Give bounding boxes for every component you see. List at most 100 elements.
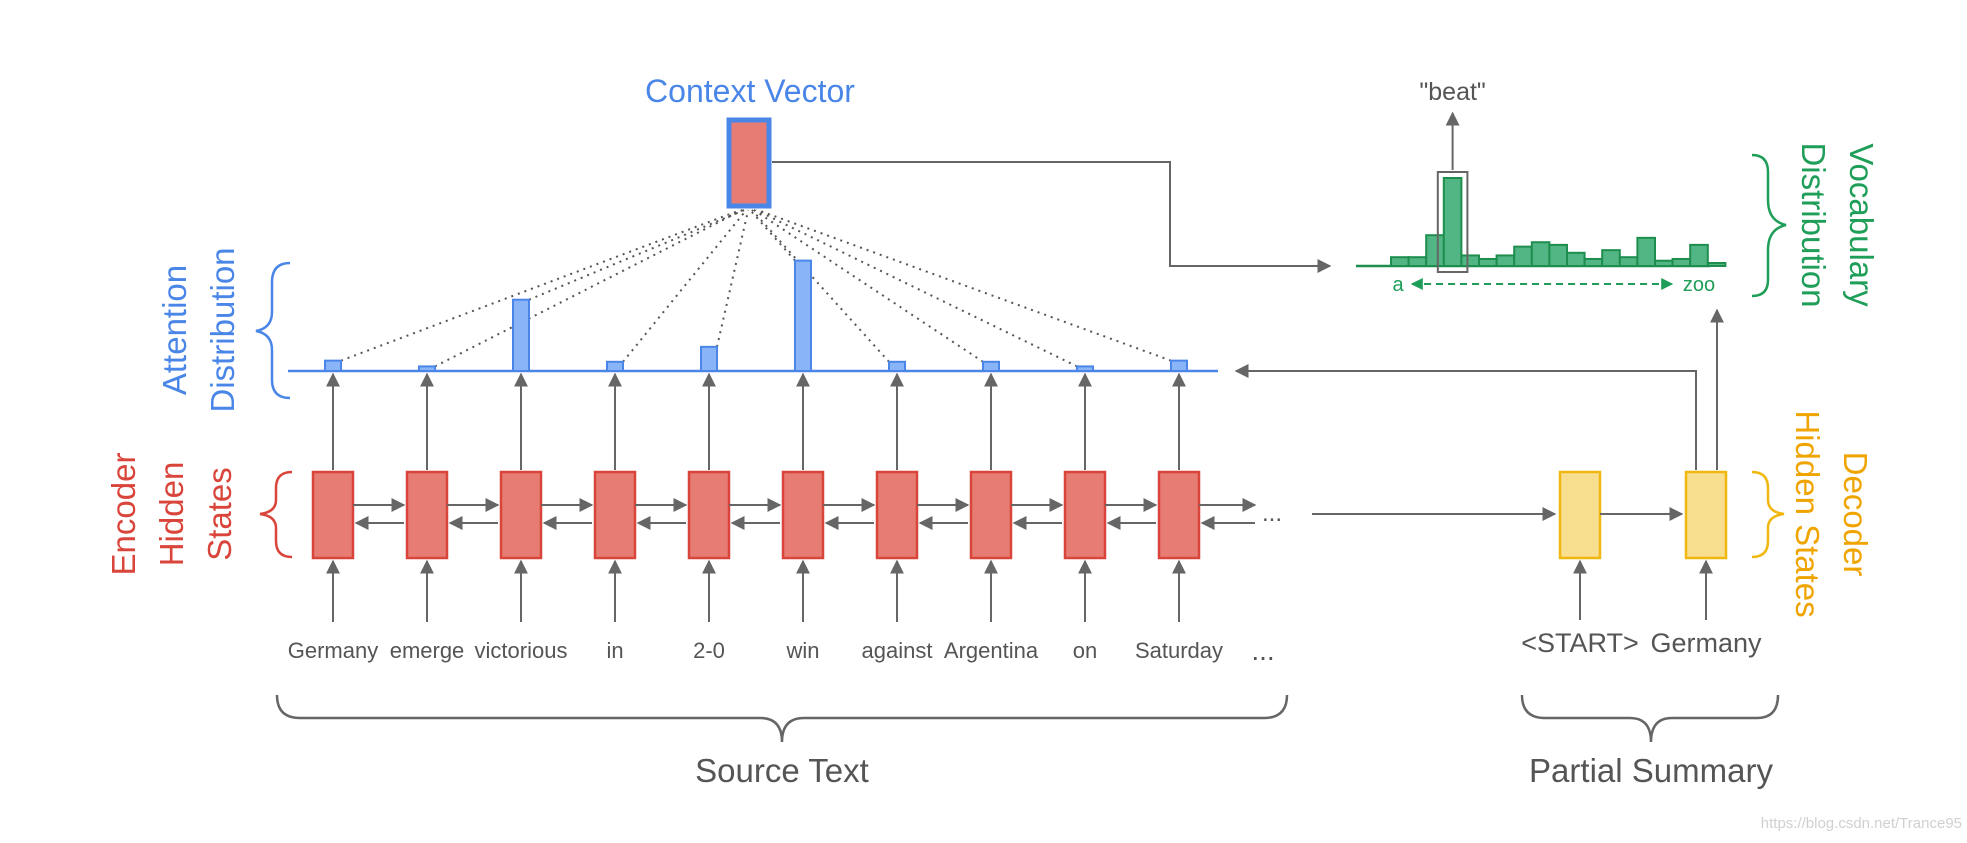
output-word: "beat" bbox=[1419, 78, 1485, 106]
attention-bar bbox=[1170, 359, 1188, 372]
attention-bar bbox=[982, 360, 1000, 372]
encoder-state bbox=[969, 470, 1013, 560]
attention-distribution-label: Attention Distribution bbox=[156, 247, 241, 412]
vocab-label-line1: Vocabulary bbox=[1843, 143, 1880, 307]
encoder-state bbox=[687, 470, 731, 560]
source-word: Argentina bbox=[944, 638, 1039, 663]
partial-summary-label: Partial Summary bbox=[1529, 752, 1773, 789]
attention-bar bbox=[512, 298, 530, 373]
vocab-bar bbox=[1530, 241, 1551, 268]
vocab-bar bbox=[1460, 254, 1481, 268]
attention-bar bbox=[888, 360, 906, 372]
encoder-label-line3: States bbox=[201, 467, 238, 561]
source-ellipsis: ... bbox=[1251, 635, 1274, 666]
encoder-state bbox=[781, 470, 825, 560]
partial-summary-brace bbox=[1520, 694, 1780, 743]
encoder-brace bbox=[259, 470, 293, 559]
decoder-to-attention-arrow bbox=[1234, 364, 1697, 470]
encoder-state bbox=[1063, 470, 1107, 560]
attention-dotted-line bbox=[753, 209, 984, 363]
source-word: on bbox=[1073, 638, 1097, 663]
vocab-brace bbox=[1751, 153, 1787, 298]
context-vector-title: Context Vector bbox=[645, 73, 855, 109]
vocab-selected-highlight bbox=[1436, 171, 1469, 273]
source-word: victorious bbox=[475, 638, 568, 663]
source-word: emerge bbox=[390, 638, 465, 663]
encoder-state bbox=[1157, 470, 1201, 560]
vocab-bar bbox=[1425, 234, 1445, 267]
attention-label-line1: Attention bbox=[156, 265, 193, 395]
summary-word-germany: Germany bbox=[1650, 628, 1762, 658]
decoder-states bbox=[1234, 308, 1728, 620]
encoder-state bbox=[875, 470, 919, 560]
source-word: win bbox=[785, 638, 819, 663]
encoder-state bbox=[311, 470, 355, 560]
vocab-bar bbox=[1601, 249, 1621, 268]
vocab-bar bbox=[1407, 256, 1428, 268]
attention-bar bbox=[324, 359, 342, 372]
attention-dotted-line bbox=[434, 209, 744, 368]
source-word: Germany bbox=[288, 638, 378, 663]
decoder-state-2 bbox=[1684, 470, 1728, 560]
decoder-hidden-states-label: Decoder Hidden States bbox=[1789, 410, 1874, 617]
attention-bars bbox=[324, 259, 1188, 373]
attention-bar bbox=[794, 259, 812, 373]
vocab-bar bbox=[1566, 251, 1586, 268]
attention-dotted-line bbox=[751, 209, 890, 363]
source-word: against bbox=[862, 638, 933, 663]
vocab-bar bbox=[1689, 243, 1709, 268]
decoder-brace bbox=[1751, 470, 1785, 559]
vocab-bar bbox=[1583, 257, 1604, 267]
vocab-bar bbox=[1548, 243, 1569, 268]
attention-dotted-line bbox=[757, 209, 1172, 362]
summary-word-start: <START> bbox=[1521, 628, 1639, 658]
attention-label-line2: Distribution bbox=[204, 247, 241, 412]
source-text-label: Source Text bbox=[695, 752, 869, 789]
vocab-bar bbox=[1706, 262, 1727, 267]
vocab-bar bbox=[1671, 257, 1692, 267]
source-text-brace bbox=[275, 694, 1289, 743]
encoder-hidden-states-label: Encoder Hidden States bbox=[105, 453, 238, 576]
watermark: https://blog.csdn.net/Trance95 bbox=[1761, 815, 1962, 832]
attention-bar bbox=[700, 345, 718, 373]
encoder-ellipsis: ... bbox=[1262, 500, 1282, 527]
vocab-bar bbox=[1495, 254, 1516, 268]
source-word: in bbox=[606, 638, 623, 663]
vocab-bar bbox=[1654, 259, 1674, 268]
vocab-label-line2: Distribution bbox=[1795, 142, 1832, 307]
vocab-bar bbox=[1390, 256, 1410, 268]
vocab-bars bbox=[1390, 177, 1727, 268]
vocab-start-label: a bbox=[1392, 274, 1404, 296]
encoder-state bbox=[405, 470, 449, 560]
vocab-bar bbox=[1478, 257, 1498, 267]
attention-bar bbox=[606, 360, 624, 372]
decoder-label-line2: Hidden States bbox=[1789, 410, 1826, 617]
attention-bar bbox=[1076, 365, 1094, 372]
source-word: Saturday bbox=[1135, 638, 1223, 663]
vocab-bar bbox=[1442, 177, 1463, 267]
vocab-bar bbox=[1513, 245, 1533, 267]
vocab-end-label: zoo bbox=[1683, 274, 1715, 296]
attention-dotted-line bbox=[528, 209, 745, 301]
encoder-state bbox=[499, 470, 543, 560]
attention-dotted-line bbox=[716, 209, 750, 348]
vocab-bar bbox=[1618, 256, 1639, 268]
context-to-vocab-arrow bbox=[772, 161, 1332, 273]
attention-to-context-lines bbox=[340, 209, 1172, 368]
encoder-state bbox=[593, 470, 637, 560]
encoder-label-line1: Encoder bbox=[105, 453, 142, 576]
decoder-state-1 bbox=[1558, 470, 1602, 560]
attention-bar bbox=[418, 365, 436, 372]
encoder-label-line2: Hidden bbox=[153, 462, 190, 567]
vocab-bar bbox=[1636, 236, 1657, 267]
attention-brace bbox=[255, 261, 291, 400]
attention-dotted-line bbox=[622, 209, 748, 363]
attention-dotted-line bbox=[749, 209, 796, 262]
attention-dotted-line bbox=[340, 209, 742, 362]
vocabulary-distribution-label: Vocabulary Distribution bbox=[1795, 142, 1880, 307]
context-vector-box bbox=[726, 117, 772, 209]
decoder-label-line1: Decoder bbox=[1837, 452, 1874, 577]
